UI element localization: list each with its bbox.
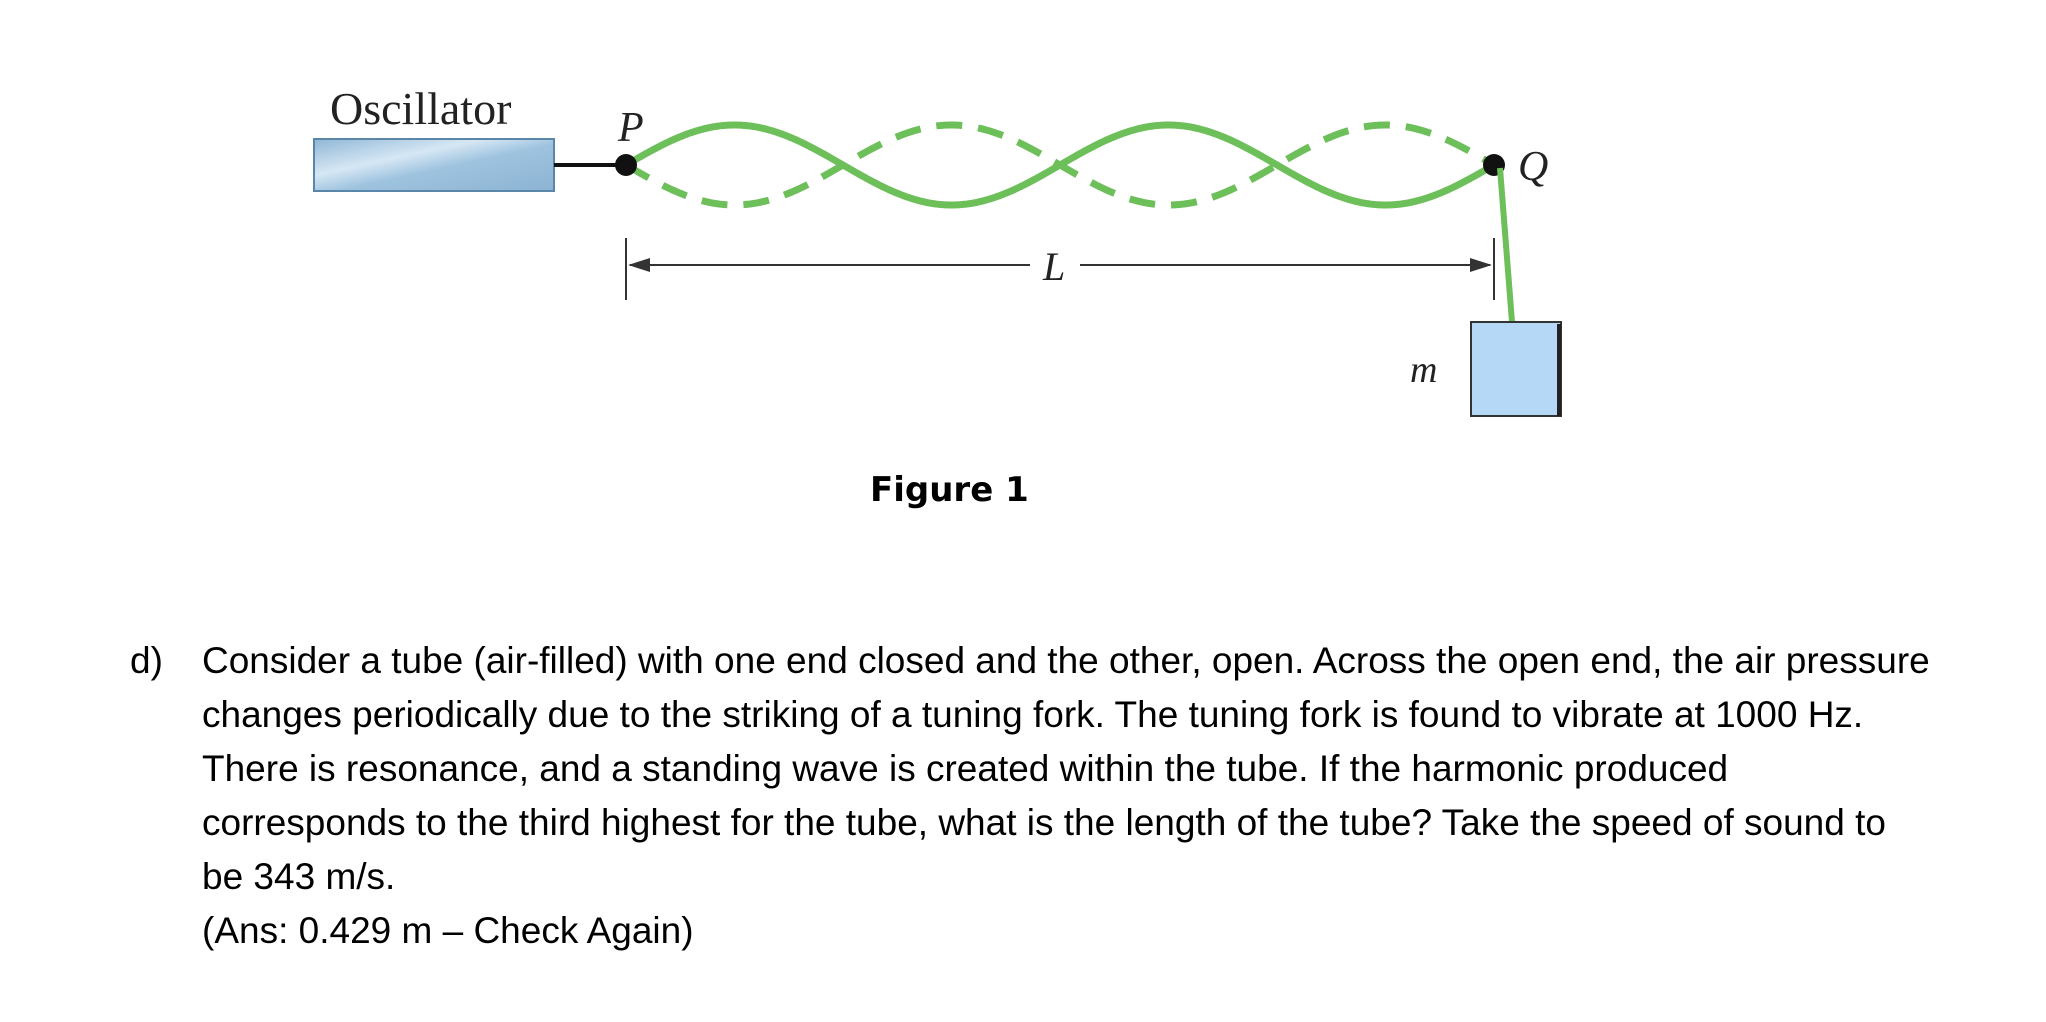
- oscillator-box: [313, 138, 555, 192]
- question-marker: d): [130, 640, 163, 681]
- question-body: Consider a tube (air-filled) with one en…: [202, 634, 1930, 958]
- oscillator-label: Oscillator: [330, 83, 511, 134]
- mass-label: m: [1410, 349, 1437, 391]
- dimension-arrow-left: [628, 258, 650, 272]
- question-d: d) Consider a tube (air-filled) with one…: [130, 634, 1930, 958]
- question-text: Consider a tube (air-filled) with one en…: [202, 640, 1930, 897]
- length-label: L: [1042, 244, 1065, 289]
- point-q-label: Q: [1518, 144, 1548, 190]
- hanging-mass: [1470, 321, 1562, 417]
- question-answer: (Ans: 0.429 m – Check Again): [202, 910, 694, 951]
- wave-dashed: [624, 121, 1496, 209]
- hanging-string: [1497, 167, 1515, 323]
- figure-caption: Figure 1: [870, 470, 1029, 510]
- dimension-arrow-right: [1470, 258, 1492, 272]
- point-p-label: P: [617, 105, 644, 151]
- standing-wave-figure: Oscillator P Q m L: [313, 83, 1562, 417]
- point-p-dot: [615, 154, 637, 176]
